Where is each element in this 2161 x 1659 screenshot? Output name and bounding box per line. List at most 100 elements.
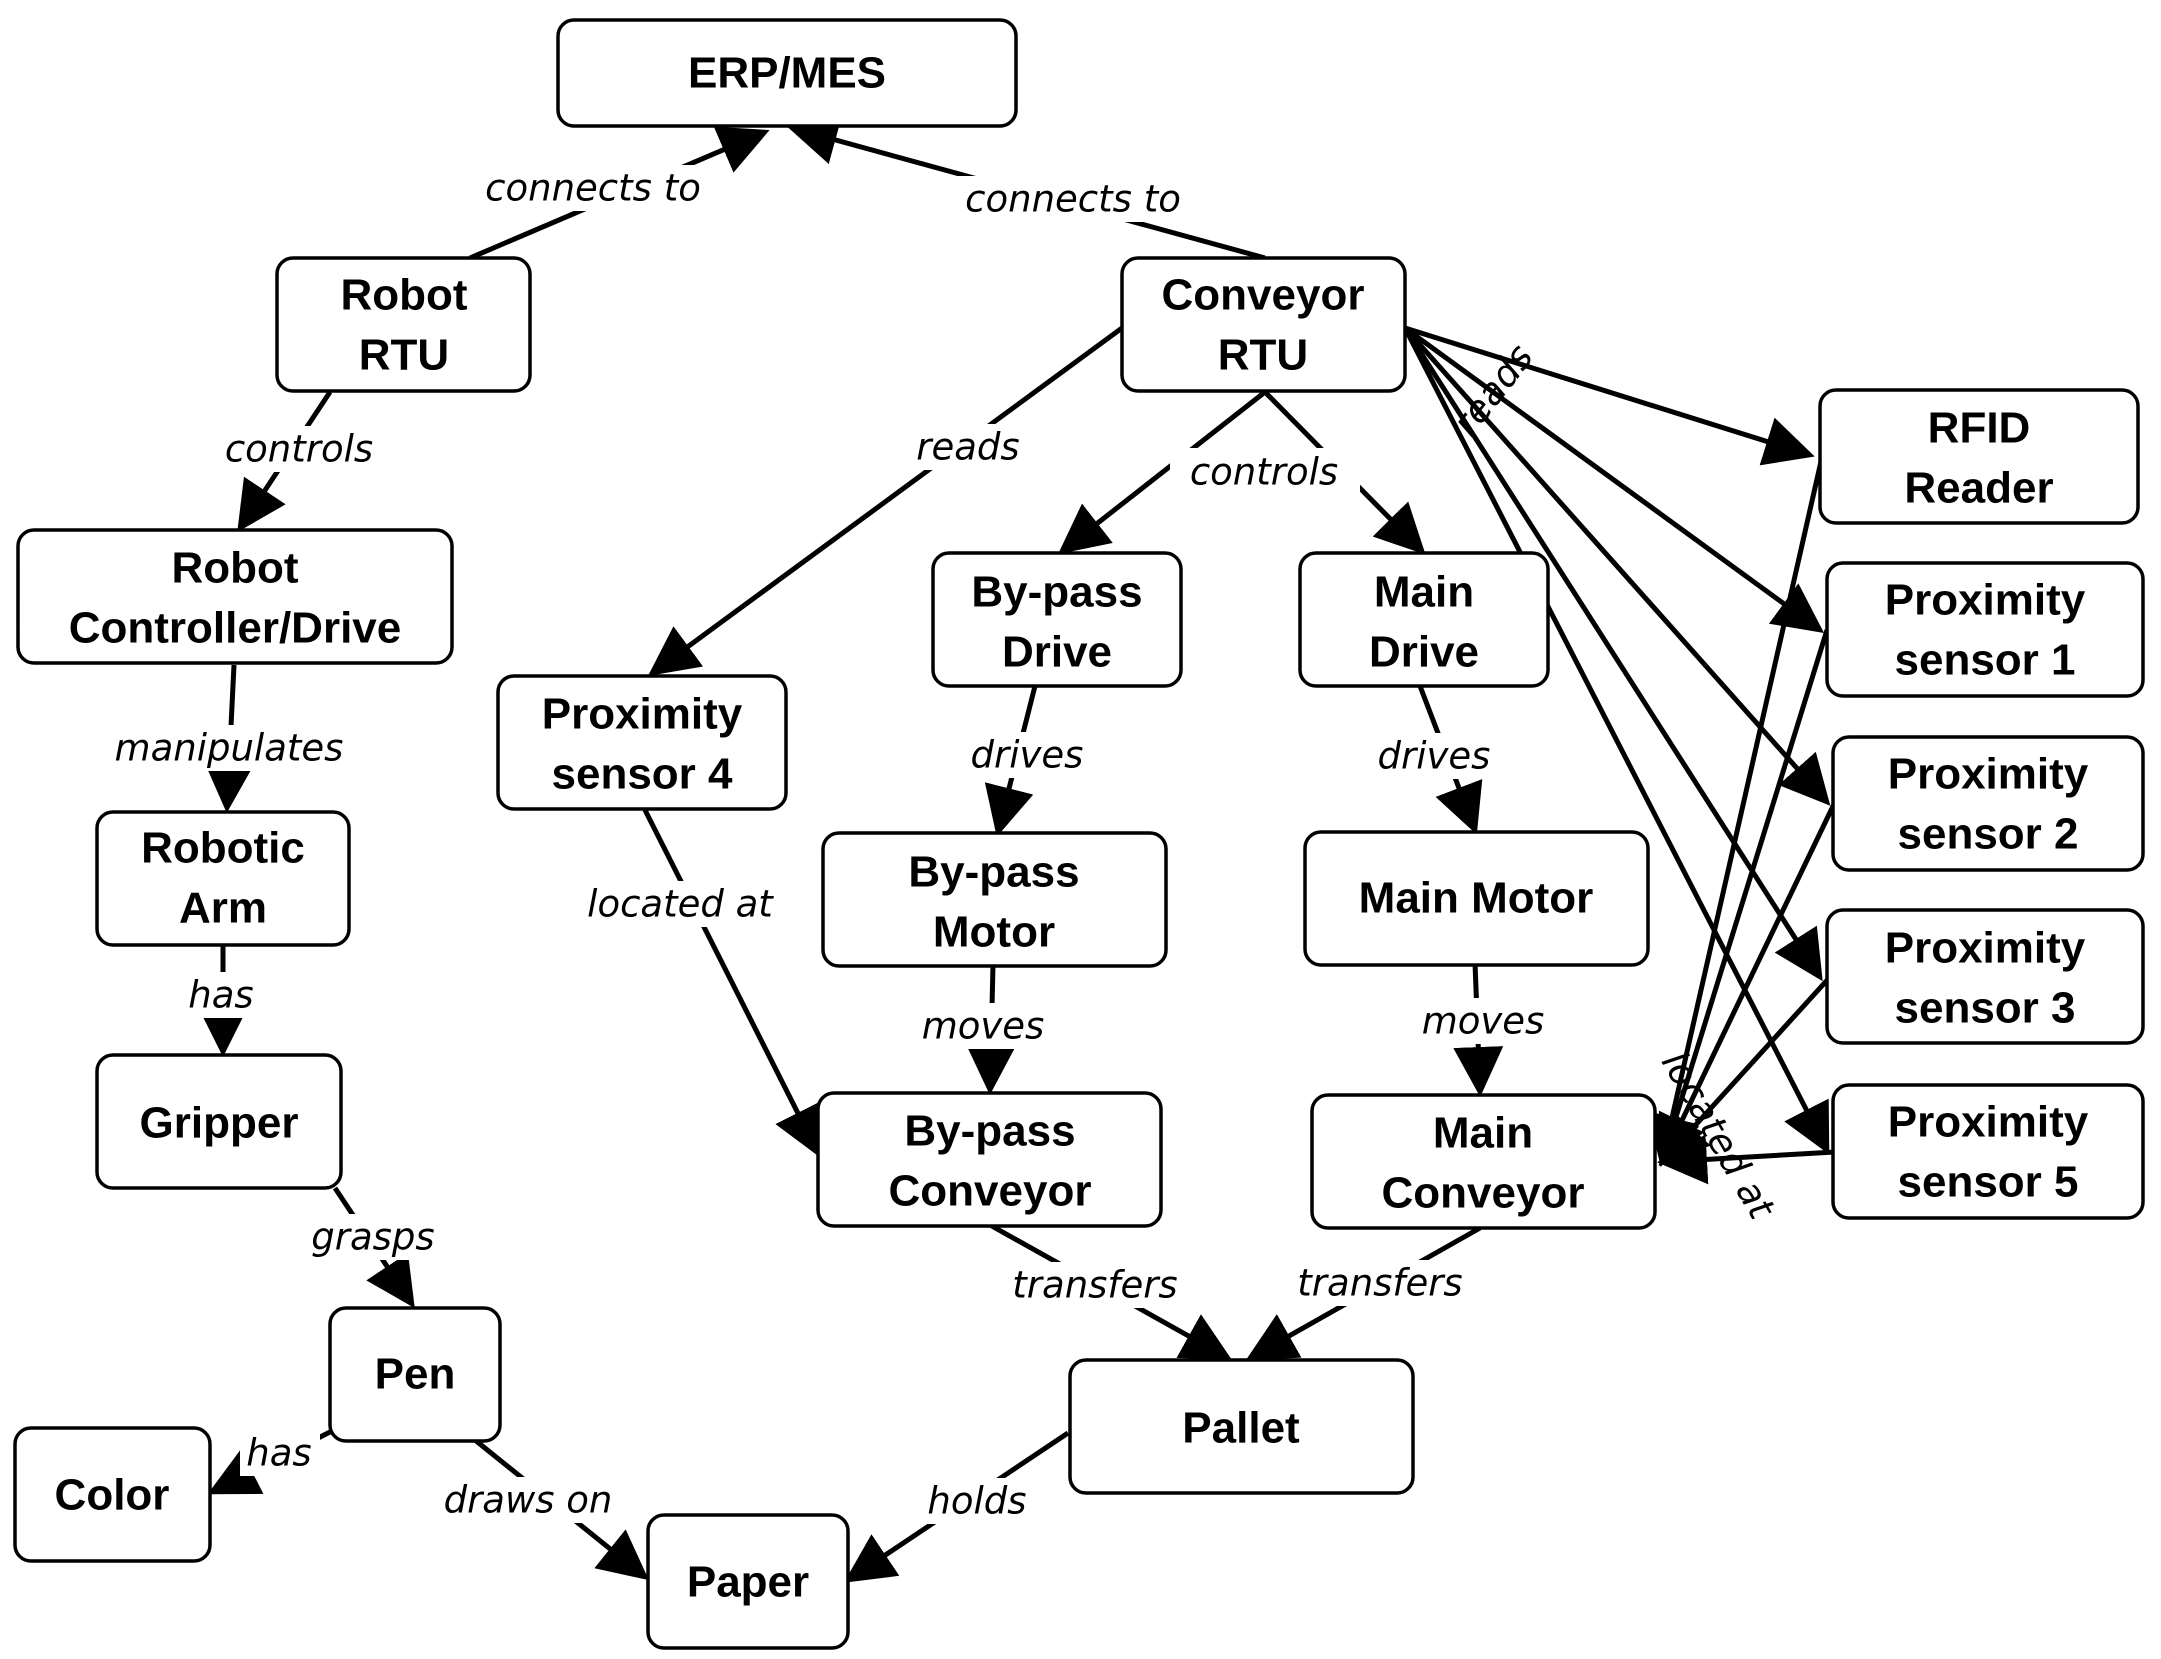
- edge-prox4-to-bypass-conveyor: [642, 808, 821, 1158]
- edge-conveyor-rtu-to-bypass-drive: [1058, 390, 1267, 555]
- edge-conveyor-rtu-to-prox5: [1402, 326, 1830, 1155]
- svg-text:Proximity: Proximity: [1885, 924, 2086, 973]
- node-bypass-drive: By-pass Drive: [931, 551, 1183, 688]
- svg-text:By-pass: By-pass: [971, 568, 1142, 617]
- label-manipulates: manipulates: [110, 725, 350, 771]
- svg-text:Proximity: Proximity: [542, 690, 743, 739]
- node-robot-rtu: Robot RTU: [275, 256, 532, 393]
- svg-text:manipulates: manipulates: [115, 727, 344, 770]
- svg-text:draws on: draws on: [444, 1479, 613, 1522]
- svg-text:has: has: [188, 974, 253, 1017]
- label-bypass-transfers: transfers: [1005, 1262, 1185, 1308]
- label-prox4-located-at: located at: [580, 881, 780, 927]
- svg-text:Conveyor: Conveyor: [1382, 1169, 1585, 1218]
- node-erp-mes: ERP/MES: [556, 18, 1018, 128]
- node-robotic-arm: Robotic Arm: [95, 810, 351, 947]
- node-paper: Paper: [646, 1513, 850, 1650]
- svg-text:transfers: transfers: [1297, 1262, 1462, 1305]
- edge-prox1-to-main-conveyor: [1651, 629, 1830, 1167]
- svg-text:Main: Main: [1374, 568, 1474, 617]
- svg-text:controls: controls: [1190, 451, 1338, 494]
- svg-text:Robotic: Robotic: [141, 824, 305, 873]
- svg-text:Pallet: Pallet: [1182, 1404, 1300, 1453]
- svg-text:moves: moves: [1422, 1000, 1545, 1043]
- edge-conveyor-rtu-to-prox2: [1403, 326, 1831, 806]
- svg-text:By-pass: By-pass: [908, 848, 1079, 897]
- svg-text:RTU: RTU: [359, 331, 449, 380]
- label-arm-has: has: [182, 972, 262, 1018]
- svg-text:connects to: connects to: [485, 167, 701, 210]
- svg-text:has: has: [246, 1432, 311, 1475]
- svg-text:Paper: Paper: [687, 1558, 809, 1607]
- label-conveyor-connects-to: connects to: [958, 176, 1188, 222]
- svg-text:drives: drives: [1378, 735, 1491, 778]
- node-main-drive: Main Drive: [1298, 551, 1550, 688]
- label-robot-controls: controls: [222, 426, 377, 472]
- svg-text:Pen: Pen: [375, 1350, 456, 1399]
- edge-prox2-to-main-conveyor: [1658, 800, 1838, 1167]
- svg-text:transfers: transfers: [1012, 1264, 1177, 1307]
- svg-text:Proximity: Proximity: [1888, 750, 2089, 799]
- svg-text:Main: Main: [1433, 1109, 1533, 1158]
- node-main-conveyor: Main Conveyor: [1310, 1093, 1657, 1230]
- svg-text:Controller/Drive: Controller/Drive: [69, 604, 402, 653]
- svg-text:Gripper: Gripper: [140, 1099, 299, 1148]
- node-bypass-conveyor: By-pass Conveyor: [816, 1091, 1163, 1228]
- svg-text:Proximity: Proximity: [1885, 576, 2086, 625]
- label-reads-prox4: reads: [910, 424, 1025, 470]
- label-main-moves: moves: [1418, 998, 1548, 1044]
- node-gripper: Gripper: [95, 1053, 343, 1190]
- label-pen-has: has: [240, 1430, 320, 1476]
- svg-text:holds: holds: [927, 1480, 1026, 1523]
- svg-text:controls: controls: [225, 428, 373, 471]
- edge-prox3-to-main-conveyor: [1658, 975, 1832, 1166]
- edge-conveyor-rtu-to-prox1: [1403, 325, 1825, 633]
- svg-text:sensor 3: sensor 3: [1895, 984, 2076, 1033]
- svg-text:Drive: Drive: [1002, 628, 1112, 677]
- svg-text:Main Motor: Main Motor: [1359, 874, 1594, 923]
- svg-text:Robot: Robot: [171, 544, 298, 593]
- svg-text:sensor 2: sensor 2: [1898, 810, 2079, 859]
- svg-text:Conveyor: Conveyor: [889, 1167, 1092, 1216]
- svg-text:RTU: RTU: [1218, 331, 1308, 380]
- svg-text:Proximity: Proximity: [1888, 1098, 2089, 1147]
- node-pen: Pen: [328, 1306, 502, 1443]
- label-robot-connects-to: connects to: [478, 165, 708, 211]
- label-draws-on: draws on: [440, 1477, 618, 1523]
- node-pallet: Pallet: [1068, 1358, 1415, 1495]
- svg-text:Reader: Reader: [1904, 464, 2053, 513]
- node-proximity-sensor-4: Proximity sensor 4: [496, 674, 788, 811]
- node-conveyor-rtu: Conveyor RTU: [1120, 256, 1407, 393]
- svg-text:sensor 4: sensor 4: [552, 750, 734, 799]
- svg-text:sensor 1: sensor 1: [1895, 636, 2076, 685]
- svg-text:moves: moves: [922, 1005, 1045, 1048]
- label-grasps: grasps: [308, 1214, 436, 1260]
- node-proximity-sensor-2: Proximity sensor 2: [1831, 735, 2145, 872]
- node-bypass-motor: By-pass Motor: [821, 831, 1168, 968]
- svg-text:Motor: Motor: [933, 908, 1055, 957]
- node-proximity-sensor-1: Proximity sensor 1: [1825, 561, 2145, 698]
- svg-text:Color: Color: [55, 1471, 170, 1520]
- svg-text:ERP/MES: ERP/MES: [688, 49, 886, 98]
- edge-rfid-to-main-conveyor: [1647, 456, 1825, 1167]
- svg-text:RFID: RFID: [1928, 404, 2031, 453]
- node-proximity-sensor-3: Proximity sensor 3: [1825, 908, 2145, 1045]
- svg-text:connects to: connects to: [965, 178, 1181, 221]
- label-bypass-moves: moves: [918, 1003, 1048, 1049]
- svg-text:By-pass: By-pass: [904, 1107, 1075, 1156]
- edge-conveyor-rtu-to-rfid: [1404, 325, 1815, 466]
- label-main-transfers: transfers: [1290, 1260, 1470, 1306]
- node-proximity-sensor-5: Proximity sensor 5: [1831, 1083, 2145, 1220]
- node-rfid-reader: RFID Reader: [1818, 388, 2140, 525]
- svg-text:Robot: Robot: [340, 271, 467, 320]
- label-conveyor-controls: controls: [1170, 448, 1360, 498]
- label-bypass-drives: drives: [965, 732, 1090, 778]
- svg-text:Conveyor: Conveyor: [1162, 271, 1365, 320]
- svg-text:grasps: grasps: [311, 1216, 434, 1259]
- svg-text:Drive: Drive: [1369, 628, 1479, 677]
- edge-prox5-to-main-conveyor: [1657, 1134, 1836, 1185]
- svg-text:located at: located at: [587, 883, 774, 926]
- edge-conveyor-rtu-to-prox4: [647, 325, 1124, 676]
- label-main-drives: drives: [1372, 733, 1497, 779]
